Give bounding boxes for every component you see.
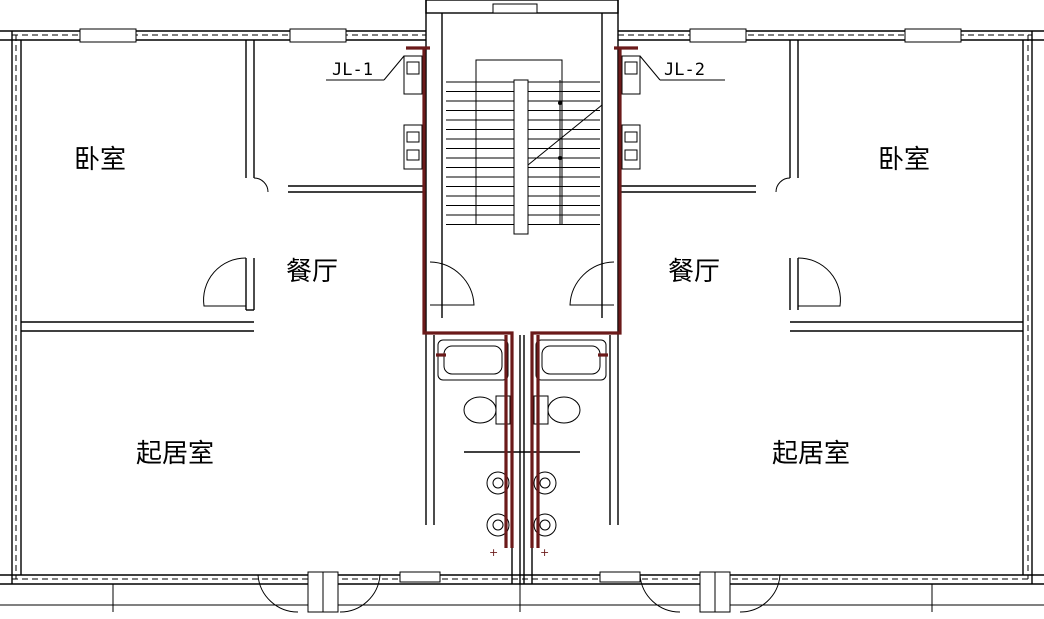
kitchen-fixtures-right <box>621 55 641 170</box>
marker-left: + <box>489 546 498 559</box>
room-living-left: 起居室 <box>136 439 214 469</box>
marker-right: + <box>540 546 549 559</box>
bathtub-left-icon <box>437 339 509 381</box>
toilet-right-icon <box>533 395 581 425</box>
room-dining-left: 餐厅 <box>286 257 338 287</box>
riser-label-right: JL-2 <box>639 55 725 81</box>
riser-jl2-text: JL-2 <box>664 60 705 80</box>
bathtub-right-icon <box>535 339 607 381</box>
water-pipes <box>406 46 638 548</box>
stair-treads <box>446 81 600 225</box>
interior-walls-left <box>21 40 521 584</box>
balcony-doors <box>257 571 781 613</box>
room-bedroom-right: 卧室 <box>878 145 930 175</box>
room-living-right: 起居室 <box>772 439 850 469</box>
toilet-left-icon <box>463 395 511 425</box>
room-bedroom-left: 卧室 <box>74 145 126 175</box>
interior-walls-right <box>523 40 1023 584</box>
stairwell <box>425 0 619 335</box>
outer-walls <box>0 28 1044 612</box>
room-dining-right: 餐厅 <box>668 257 720 287</box>
kitchen-fixtures-left <box>403 55 423 170</box>
floor-drains-icon <box>486 471 557 537</box>
riser-jl1-text: JL-1 <box>332 60 373 80</box>
riser-label-left: JL-1 <box>326 55 405 81</box>
